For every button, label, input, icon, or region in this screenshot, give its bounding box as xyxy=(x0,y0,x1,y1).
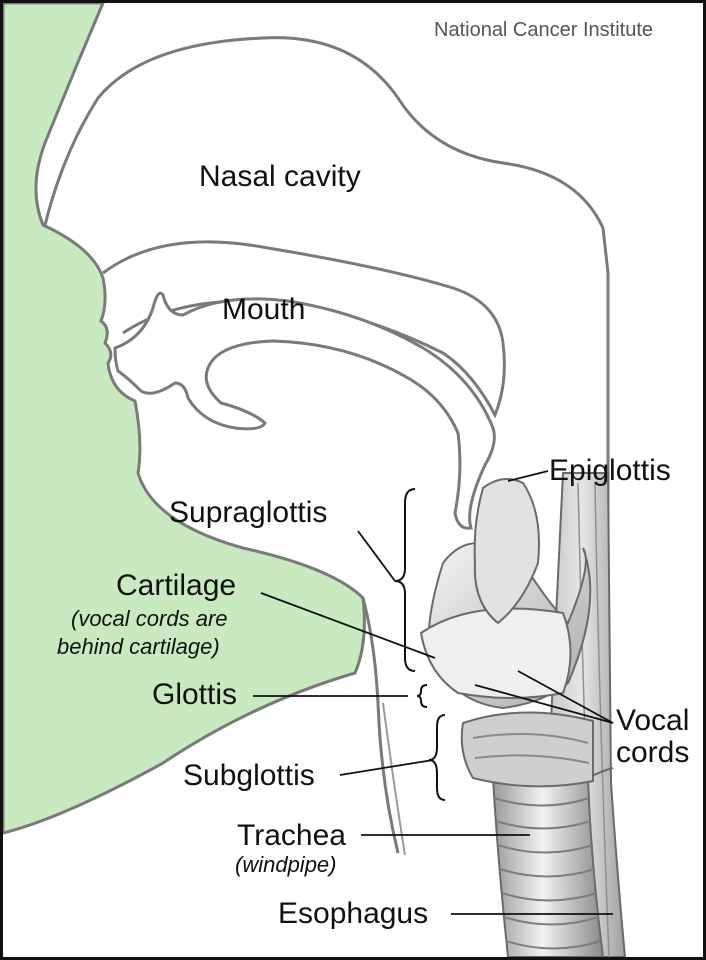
label-subglottis: Subglottis xyxy=(183,759,315,792)
label-nasal-cavity: Nasal cavity xyxy=(199,160,361,193)
pharynx-front xyxy=(382,702,406,856)
anatomy-illustration xyxy=(3,3,627,957)
glottis-brace xyxy=(416,684,428,708)
label-mouth: Mouth xyxy=(222,293,306,326)
label-cartilage-note-1: (vocal cords are xyxy=(71,606,228,631)
supraglottis-brace xyxy=(394,488,416,672)
subglottis-region xyxy=(460,711,594,788)
label-vocal: Vocal xyxy=(616,704,690,737)
subglottis-brace xyxy=(428,714,446,801)
label-glottis: Glottis xyxy=(152,678,238,711)
pharynx-wall xyxy=(361,597,400,854)
credit-text: National Cancer Institute xyxy=(434,19,654,41)
label-supraglottis: Supraglottis xyxy=(169,496,328,529)
label-cords: cords xyxy=(616,736,690,769)
label-trachea-note: (windpipe) xyxy=(235,852,337,877)
label-cartilage-note-2: behind cartilage) xyxy=(57,634,220,659)
label-cartilage: Cartilage xyxy=(116,569,237,602)
face-profile xyxy=(3,3,366,835)
label-trachea: Trachea xyxy=(237,819,346,852)
region-braces xyxy=(394,488,446,801)
nasal-cavity-outline xyxy=(43,36,610,783)
label-esophagus: Esophagus xyxy=(278,897,429,930)
label-epiglottis: Epiglottis xyxy=(549,454,671,487)
tongue xyxy=(113,291,496,530)
epiglottis-flap xyxy=(473,478,540,625)
tracheal-rings xyxy=(493,797,602,950)
